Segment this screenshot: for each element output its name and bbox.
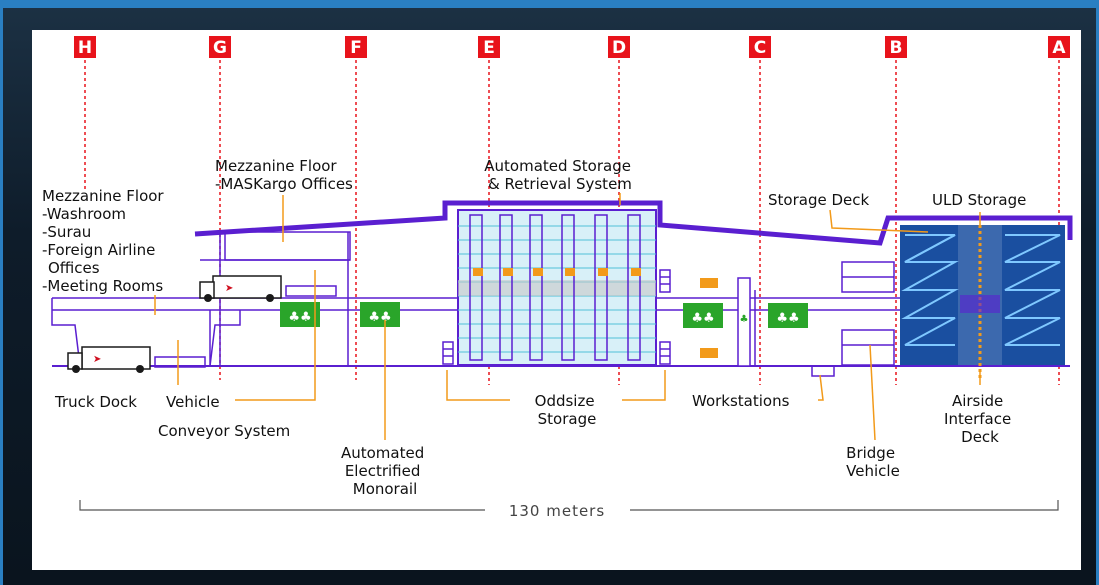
marker-letter: B <box>890 38 903 58</box>
label-mezz-left: Mezzanine Floor -Washroom -Surau -Foreig… <box>42 187 168 295</box>
grid-marker-b: B <box>885 36 907 385</box>
marker-letter: E <box>483 38 495 58</box>
marker-letter: H <box>78 38 92 58</box>
marker-box <box>478 36 500 58</box>
diagram-panel: H G F E <box>32 30 1081 570</box>
svg-text:♣: ♣ <box>740 314 749 325</box>
roof-line <box>194 200 1073 246</box>
text-labels: Mezzanine Floor -Washroom -Surau -Foreig… <box>42 157 1026 498</box>
truck-lower: ➤ <box>67 346 206 373</box>
marker-letter: C <box>754 38 766 58</box>
svg-text:➤: ➤ <box>93 354 101 365</box>
label-mezz-mas: Mezzanine Floor -MASKargo Offices <box>215 157 353 193</box>
green-cargo-boxes <box>280 302 808 328</box>
marker-letter: G <box>213 38 227 58</box>
grid-marker-f: F <box>345 36 367 380</box>
asrs-rack <box>442 209 671 366</box>
label-uld-storage: ULD Storage <box>932 191 1026 209</box>
bridge-vehicles <box>811 261 895 377</box>
marker-box <box>885 36 907 58</box>
green-box <box>280 302 320 327</box>
label-oddsize: Oddsize Storage <box>535 392 600 428</box>
asrs-shuttles <box>473 268 641 276</box>
marker-box <box>749 36 771 58</box>
svg-text:♣♣: ♣♣ <box>691 311 714 326</box>
label-truck-dock: Truck Dock <box>54 393 137 411</box>
scale-label: 130 meters <box>509 502 605 520</box>
svg-text:➤: ➤ <box>225 283 233 294</box>
svg-text:♣♣: ♣♣ <box>368 310 391 325</box>
marker-letter: F <box>350 38 362 58</box>
label-storage-deck: Storage Deck <box>768 191 869 209</box>
label-bridge-vehicle: Bridge Vehicle <box>846 444 900 480</box>
marker-letter: A <box>1052 38 1066 58</box>
frame-left-border <box>0 0 3 585</box>
marker-box <box>608 36 630 58</box>
asrs-aisles <box>469 214 641 361</box>
svg-text:♣♣: ♣♣ <box>776 311 799 326</box>
frame-top-border <box>0 0 1099 8</box>
label-asrs: Automated Storage & Retrieval System <box>484 157 636 193</box>
frame-right-border <box>1096 0 1099 585</box>
workstation-column: ♣ <box>737 277 751 367</box>
marker-box <box>345 36 367 58</box>
leader-lines <box>154 193 981 441</box>
truck-upper: ➤ <box>199 275 337 302</box>
marker-box <box>209 36 231 58</box>
marker-letter: D <box>612 38 626 58</box>
marker-box <box>74 36 96 58</box>
label-conveyor-system: Conveyor System <box>158 422 290 440</box>
green-box <box>683 303 723 328</box>
cargo-terminal-diagram: H G F E <box>42 36 1073 520</box>
label-monorail: Automated Electrified Monorail <box>341 444 429 498</box>
label-workstations: Workstations <box>692 392 790 410</box>
forklift-icons <box>700 278 718 358</box>
uld-storage-racks <box>900 225 1065 380</box>
grid-marker-h: H <box>74 36 96 190</box>
label-airside: Airside Interface Deck <box>944 392 1016 446</box>
green-box <box>360 302 400 327</box>
grid-marker-c: C <box>749 36 771 385</box>
marker-box <box>1048 36 1070 58</box>
label-vehicle: Vehicle <box>166 393 220 411</box>
svg-text:♣♣: ♣♣ <box>288 310 311 325</box>
green-box <box>768 303 808 328</box>
scale-bar: 130 meters <box>79 500 1059 520</box>
oddsize-racks <box>442 269 671 365</box>
mas-mezzanine <box>224 231 351 261</box>
